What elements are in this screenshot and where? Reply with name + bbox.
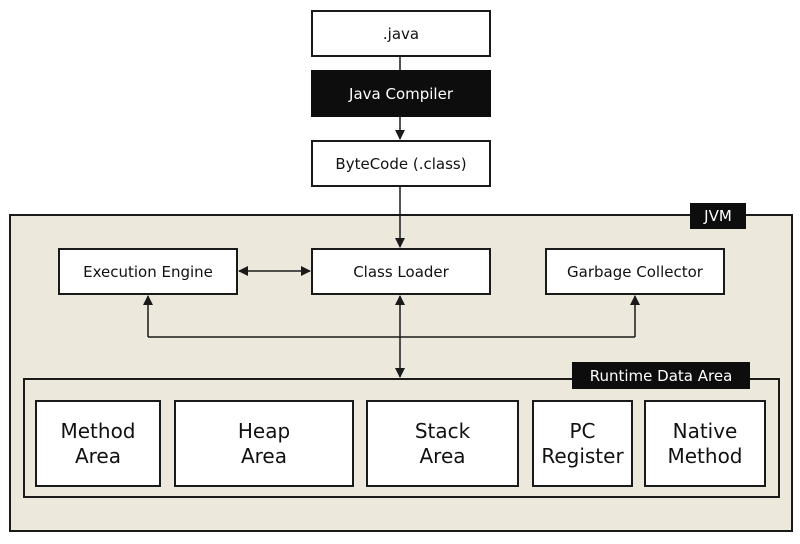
runtime-data-area-label: Runtime Data Area [572, 362, 750, 389]
heap-area-box: Heap Area [174, 400, 354, 487]
java-source-box: .java [311, 10, 491, 57]
method-area-box: Method Area [35, 400, 161, 487]
pc-register-box: PC Register [532, 400, 633, 487]
native-method-box: Native Method [644, 400, 766, 487]
class-loader-box: Class Loader [311, 248, 491, 295]
jvm-label: JVM [690, 203, 746, 229]
execution-engine-box: Execution Engine [58, 248, 238, 295]
bytecode-box: ByteCode (.class) [311, 140, 491, 187]
stack-area-box: Stack Area [366, 400, 519, 487]
java-compiler-box: Java Compiler [311, 70, 491, 117]
garbage-collector-box: Garbage Collector [545, 248, 725, 295]
